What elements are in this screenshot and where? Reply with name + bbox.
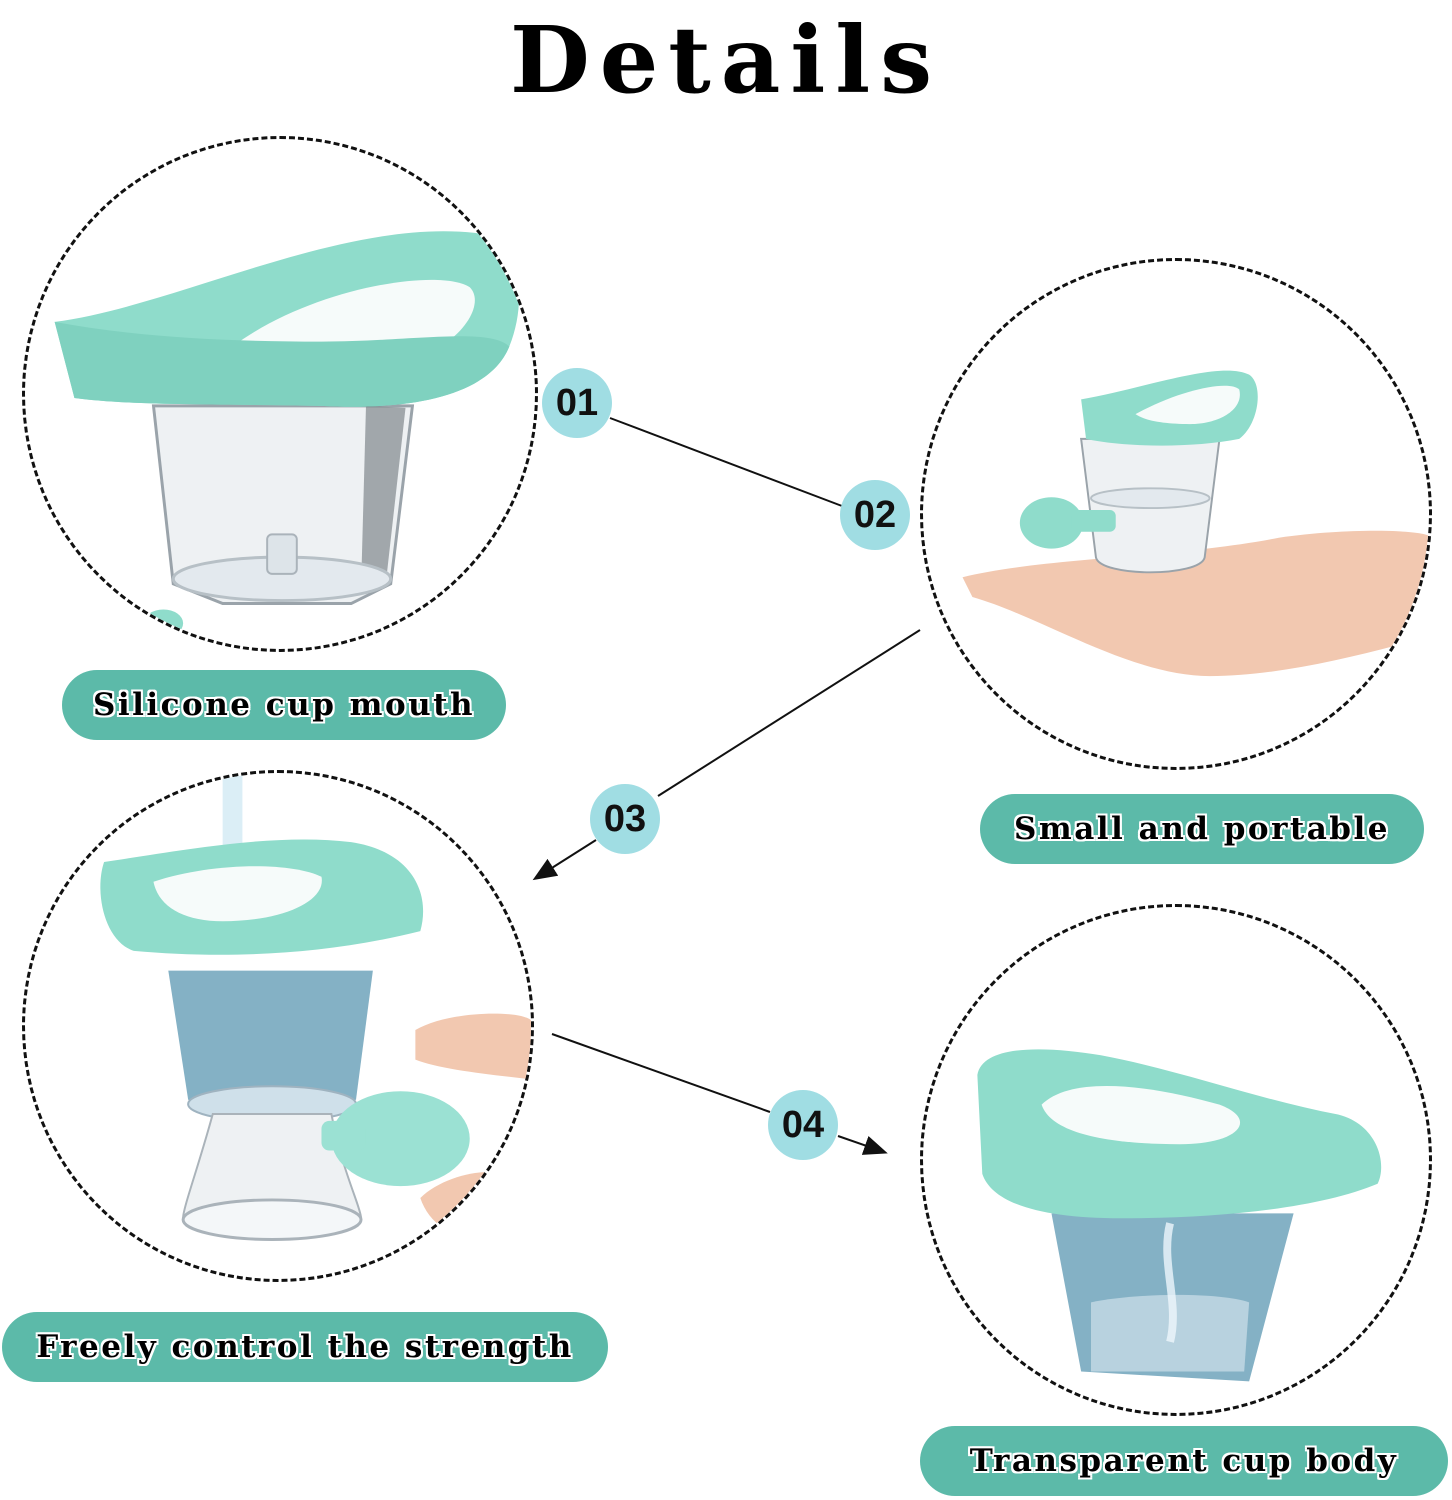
cup-with-water-illustration <box>977 1049 1382 1382</box>
step-4-badge: 04 <box>768 1090 838 1160</box>
step-2-badge: 02 <box>840 480 910 550</box>
step-4-image <box>920 904 1432 1416</box>
step-3-badge: 03 <box>590 784 660 854</box>
step-4-label: Transparent cup body <box>920 1426 1448 1496</box>
step-1-badge: 01 <box>542 368 612 438</box>
step-2-image <box>920 258 1432 770</box>
page-title: Details <box>509 6 943 114</box>
step-3-label: Freely control the strength <box>2 1312 608 1382</box>
cup-with-bulb-squeezed-illustration <box>100 773 531 1241</box>
step-2-label: Small and portable <box>980 794 1424 864</box>
step-3-image <box>22 770 534 1282</box>
step-1-image <box>22 136 538 652</box>
cup-rim-closeup-illustration <box>54 231 520 638</box>
cup-on-palm-illustration <box>962 370 1429 677</box>
step-1-label: Silicone cup mouth <box>62 670 506 740</box>
